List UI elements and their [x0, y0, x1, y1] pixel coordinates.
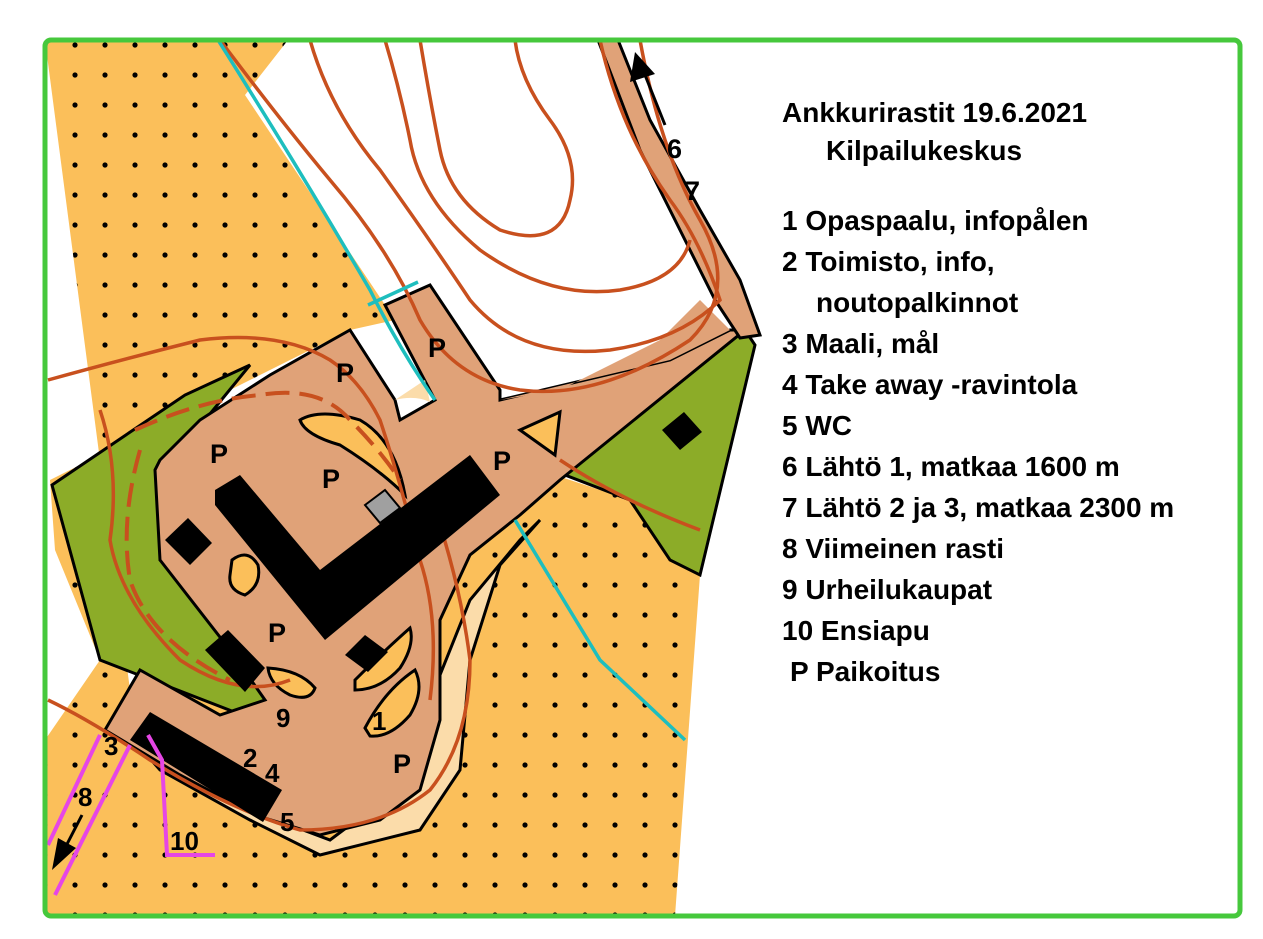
legend-items: 1 Opaspaalu, infopålen 2 Toimisto, info,…: [782, 200, 1252, 692]
legend-item: 9 Urheilukaupat: [782, 574, 993, 605]
legend-subtitle: Kilpailukeskus: [826, 135, 1023, 166]
label-takeaway-4: 4: [265, 758, 280, 788]
contour-lines: [47, 40, 723, 832]
road-north: [595, 40, 763, 340]
label-wc-5: 5: [280, 807, 294, 837]
legend-item: 2 Toimisto, info,: [782, 246, 995, 277]
building-main[interactable]: [215, 455, 500, 640]
label-parking: P: [322, 464, 340, 494]
label-infopost-1: 1: [372, 706, 386, 736]
label-parking: P: [393, 749, 411, 779]
paved-area: [102, 283, 750, 837]
legend-item: 7 Lähtö 2 ja 3, matkaa 2300 m: [782, 492, 1175, 523]
legend-item: 4 Take away -ravintola: [782, 369, 1078, 400]
label-parking: P: [493, 446, 511, 476]
building-shop[interactable]: [205, 630, 265, 692]
label-parking: P: [428, 333, 446, 363]
map-frame: [42, 37, 1243, 919]
label-parking: P: [268, 618, 286, 648]
building-office[interactable]: [130, 712, 282, 822]
start-arrow: [630, 52, 667, 126]
legend-item: 8 Viimeinen rasti: [782, 533, 1005, 564]
label-parking: P: [336, 358, 354, 388]
legend-title: Ankkurirastit 19.6.2021: [782, 97, 1088, 128]
legend-item-continuation: noutopalkinnot: [816, 287, 1019, 318]
streams: [216, 40, 687, 742]
open-patch-2: [517, 409, 562, 458]
course-lines: [46, 734, 215, 896]
label-office-2: 2: [243, 743, 257, 773]
label-last-control-8: 8: [78, 782, 92, 812]
label-first-aid-10: 10: [170, 826, 199, 856]
open-patch-7: [395, 380, 430, 402]
building-vegetation-right[interactable]: [662, 412, 702, 450]
map-legend: Ankkurirastit 19.6.2021 Kilpailukeskus 1…: [782, 94, 1252, 692]
open-patch-6: [363, 667, 421, 738]
legend-item: 6 Lähtö 1, matkaa 1600 m: [782, 451, 1120, 482]
label-parking: P: [210, 439, 228, 469]
open-patch-3: [228, 553, 261, 597]
legend-item: 1 Opaspaalu, infopålen: [782, 205, 1089, 236]
building-small[interactable]: [345, 635, 388, 672]
label-start-6: 6: [667, 134, 682, 164]
building-grey[interactable]: [363, 488, 402, 525]
legend-item: 5 WC: [782, 410, 852, 441]
label-finish-3: 3: [104, 731, 118, 761]
legend-item-parking: P Paikoitus: [790, 656, 941, 687]
legend-item: 3 Maali, mål: [782, 328, 940, 359]
dashed-path: [124, 390, 402, 682]
building-vegetation-left[interactable]: [165, 518, 212, 565]
finish-arrow: [52, 814, 84, 870]
legend-item: 10 Ensiapu: [782, 615, 930, 646]
label-start-7: 7: [685, 176, 700, 206]
label-sport-shops-9: 9: [276, 703, 290, 733]
